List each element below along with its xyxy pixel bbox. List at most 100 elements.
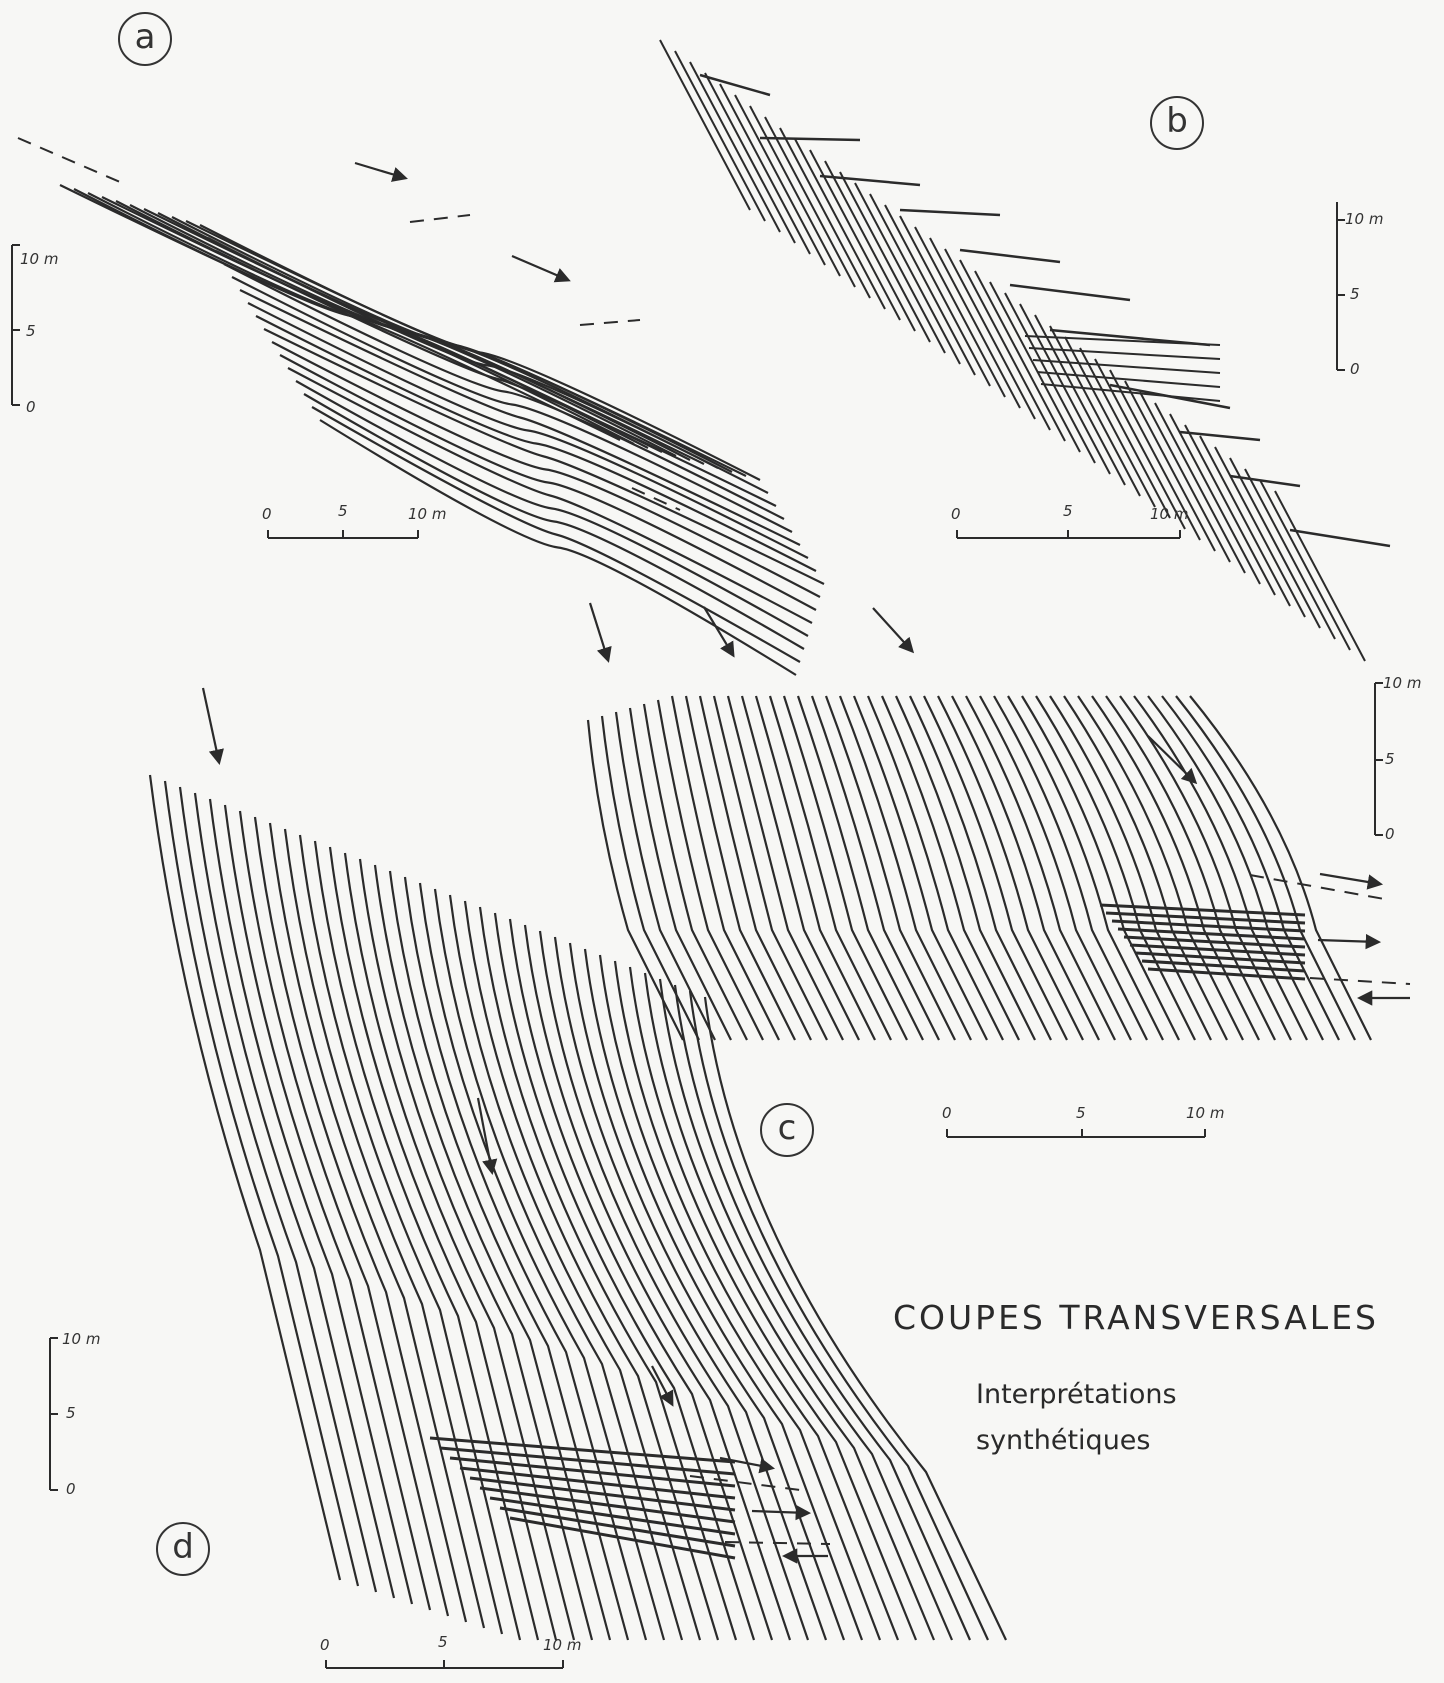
- scale-bars: [11, 202, 1383, 1669]
- scale-b-h-0: 0: [951, 505, 961, 523]
- stratum-line: [508, 918, 774, 1641]
- scale-c-h-0: 0: [942, 1104, 952, 1122]
- scale-a-v-0: 0: [26, 398, 36, 416]
- stratum-line: [658, 978, 954, 1641]
- stratum-line: [1244, 468, 1336, 640]
- stratum-line: [613, 960, 900, 1641]
- scale-c-h-10: 10 m: [1186, 1104, 1225, 1122]
- stratum-line: [1129, 943, 1306, 957]
- scale-b-v-0: 0: [1350, 360, 1360, 378]
- scale-c-v-0: 0: [1385, 825, 1395, 843]
- stratum-line: [1179, 430, 1261, 442]
- scale-d-v-0: 0: [66, 1480, 76, 1498]
- stratum-line: [1007, 695, 1164, 1041]
- stratum-line: [895, 695, 1036, 1041]
- stratum-line: [869, 193, 961, 365]
- stratum-line: [642, 703, 748, 1041]
- stratum-line: [880, 695, 1020, 1041]
- stratum-line: [1289, 528, 1391, 548]
- stratum-line: [583, 948, 864, 1641]
- arrow-icon: [651, 1365, 674, 1407]
- scale-c-v-5: 5: [1385, 750, 1395, 768]
- arrow-icon: [751, 1504, 812, 1521]
- stratum-line: [568, 942, 846, 1641]
- panel-label-b: b: [1150, 96, 1204, 150]
- scale-a-v-5: 5: [26, 322, 36, 340]
- stratum-line: [1147, 695, 1324, 1041]
- stratum-line: [689, 61, 781, 233]
- stratum-line: [759, 136, 861, 142]
- stratum-line: [1009, 283, 1131, 302]
- stratum-line: [1064, 336, 1156, 508]
- stratum-line: [223, 263, 785, 520]
- figure-subtitle-line1: Interprétations: [976, 1379, 1177, 1410]
- stratum-line: [373, 864, 612, 1641]
- stratum-line: [1139, 391, 1231, 563]
- stratum-line: [754, 695, 876, 1041]
- arrow-icon: [1317, 933, 1382, 950]
- panel-c-section: [586, 695, 1372, 1041]
- stratum-line: [388, 870, 630, 1641]
- stratum-line: [979, 695, 1132, 1041]
- arrow-icon: [476, 1097, 498, 1176]
- panel-label-a: a: [118, 12, 172, 66]
- stratum-line: [944, 248, 1036, 420]
- stratum-line: [1034, 314, 1126, 486]
- stratum-line: [1184, 424, 1276, 596]
- stratum-line: [279, 354, 817, 611]
- scale-b-h-10: 10 m: [1150, 505, 1189, 523]
- stratum-line: [231, 276, 793, 533]
- stratum-line: [768, 695, 892, 1041]
- stratum-line: [782, 695, 908, 1041]
- stratum-line: [712, 695, 828, 1041]
- stratum-line: [199, 224, 761, 481]
- stratum-line: [899, 215, 991, 387]
- stratum-line: [489, 1496, 736, 1536]
- panel-c-dashed-lines: [1249, 874, 1411, 985]
- stratum-line: [600, 715, 700, 1041]
- stratum-line: [1154, 402, 1246, 574]
- arrow-icon: [1147, 735, 1198, 785]
- stratum-line: [1091, 695, 1260, 1041]
- stratum-line: [670, 695, 780, 1041]
- stratum-line: [1040, 383, 1221, 402]
- stratum-line: [819, 174, 921, 187]
- stratum-line: [319, 419, 797, 676]
- panel-a-section: [59, 184, 825, 676]
- stratum-line: [1199, 435, 1291, 607]
- stratum-line: [839, 171, 931, 343]
- stratum-line: [255, 315, 817, 572]
- stratum-line: [1229, 474, 1301, 488]
- stratum-line: [726, 695, 844, 1041]
- stratum-line: [734, 94, 826, 266]
- stratum-line: [779, 127, 871, 299]
- stratum-line: [1019, 303, 1111, 475]
- scale-b-v-5: 5: [1350, 285, 1360, 303]
- stratum-line: [628, 966, 918, 1641]
- stratum-line: [295, 380, 809, 637]
- stratum-line: [1141, 959, 1306, 973]
- stratum-line: [1024, 335, 1221, 346]
- stratum-line: [643, 972, 936, 1641]
- stratum-line: [328, 846, 558, 1641]
- scale-a-h-5: 5: [338, 502, 348, 520]
- stratum-line: [764, 116, 856, 288]
- stratum-line: [923, 695, 1068, 1041]
- stratum-line: [965, 695, 1116, 1041]
- stratum-line: [1105, 911, 1306, 925]
- stratum-line: [448, 894, 702, 1641]
- stratum-line: [1077, 695, 1244, 1041]
- stratum-line: [459, 1466, 736, 1500]
- stratum-line: [499, 1506, 736, 1548]
- stratum-line: [1147, 967, 1306, 981]
- stratum-line: [283, 828, 504, 1635]
- arrow-icon: [703, 606, 735, 658]
- panel-d-section: [148, 774, 1007, 1641]
- panel-c-arrows: [588, 602, 1410, 1006]
- scale-d-h-10: 10 m: [543, 1636, 582, 1654]
- scale-c-v-10: 10 m: [1383, 674, 1422, 692]
- stratum-line: [1135, 951, 1306, 965]
- stratum-line: [1105, 695, 1276, 1041]
- stratum-line: [899, 208, 1001, 217]
